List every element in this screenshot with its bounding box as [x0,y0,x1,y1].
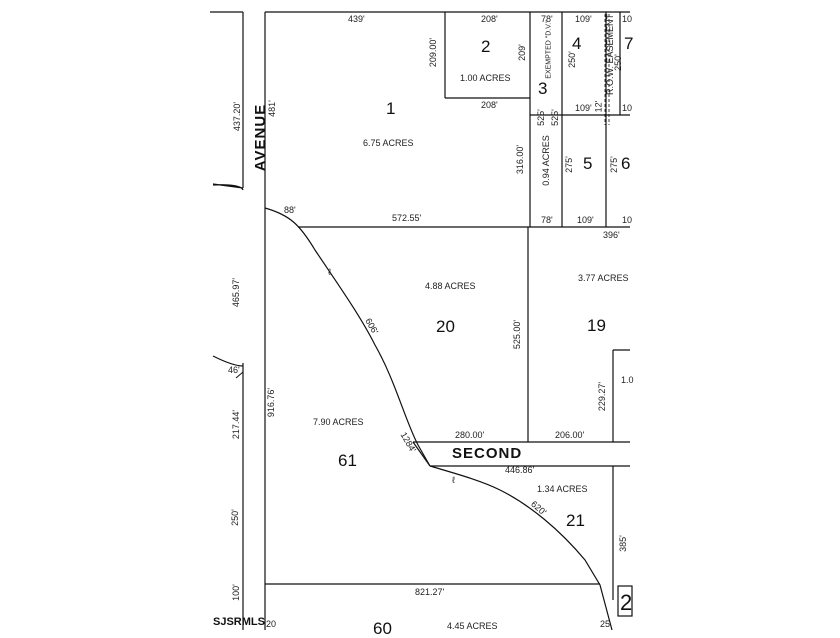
lot-21-number: 21 [566,511,585,530]
dim-572-55: 572.55' [392,213,422,223]
dim-109-mid: 109' [575,103,592,113]
dim-88: 88' [284,205,296,215]
dim-10-bottom: 10 [622,215,633,225]
dim-46: 46' [228,365,240,375]
dim-20: 20 [266,619,277,629]
lot-61-number: 61 [338,451,357,470]
mls-watermark: SJSRMLS [213,616,265,628]
dim-217-44: 217.44' [231,409,242,440]
dim-439: 439' [348,14,365,24]
dim-25: 25 [600,619,611,629]
dim-446-86: 446.86' [505,465,535,475]
lot-19-number: 19 [587,316,606,335]
second-road-label: SECOND [452,445,523,462]
dim-12: 12' [593,100,604,113]
lot-61-acres: 7.90 ACRES [313,417,364,427]
dim-10-mid: 10 [622,103,633,113]
row-easement-label: R.O.W. EASEMENT [605,13,616,96]
lot-2-acres: 1.00 ACRES [460,73,511,83]
centerline-symbol-2: ℓ [452,475,455,485]
lot-20-acres: 4.88 ACRES [425,281,476,291]
dim-208-top: 208' [481,14,498,24]
dim-821-27: 821.27' [415,587,445,597]
lot-5-acres: 0.94 ACRES [540,135,551,186]
lot-60-acres: 4.45 ACRES [447,621,498,631]
avenue-curve [212,183,244,191]
lot-7-number: 7 [624,34,634,53]
dim-525-b: 525' [549,109,560,126]
dim-209-00: 209.00' [428,37,439,68]
lot-3-number: 3 [538,79,548,98]
dim-481: 481' [266,100,277,117]
dim-280-00: 280.00' [455,430,485,440]
dim-250-a: 250' [566,51,577,68]
lot-60-number: 60 [373,619,392,638]
dim-316-00: 316.00' [515,144,526,175]
dim-916-76: 916.76' [266,387,277,418]
dim-206-00: 206.00' [555,430,585,440]
dim-525-00: 525.00' [512,319,523,350]
lot-4-number: 4 [572,34,582,53]
lot-2-lower-number: 2 [620,590,633,615]
dim-385: 385' [617,535,628,552]
dim-250-b: 250' [612,54,623,71]
lot-6-number: 6 [621,154,631,173]
dim-78-bottom: 78' [541,215,553,225]
lot-21-acres: 1.34 ACRES [537,484,588,494]
lot-20-number: 20 [436,317,455,336]
exempted-dv-label: EXEMPTED "D.V." [545,20,553,79]
dim-275-a: 275' [563,156,574,173]
dim-208-bottom: 208' [481,100,498,110]
dim-1-0: 1.0 [621,375,634,385]
centerline-symbol-1: ℓ [328,267,331,277]
lot-1-acres: 6.75 ACRES [363,138,414,148]
lot-19-acres: 3.77 ACRES [578,273,629,283]
dim-78-top: 78' [541,14,553,24]
dim-100: 100' [230,584,241,601]
dim-109-bottom: 109' [577,215,594,225]
lot-2-number: 2 [481,37,491,56]
dim-465-97: 465.97' [231,277,242,308]
dim-396: 396' [603,230,620,240]
dim-250-c: 250' [229,509,240,526]
dim-209: 209' [516,44,527,61]
lot-1-number: 1 [386,99,396,118]
dim-437-20: 437.20' [232,101,243,132]
dim-275-b: 275' [608,156,619,173]
dim-229-27: 229.27' [597,381,608,412]
dim-10-top: 10 [622,14,633,24]
dim-109-top: 109' [575,14,592,24]
lot-5-number: 5 [583,154,593,173]
dim-525-a: 525' [535,109,546,126]
avenue-jog [212,355,244,367]
